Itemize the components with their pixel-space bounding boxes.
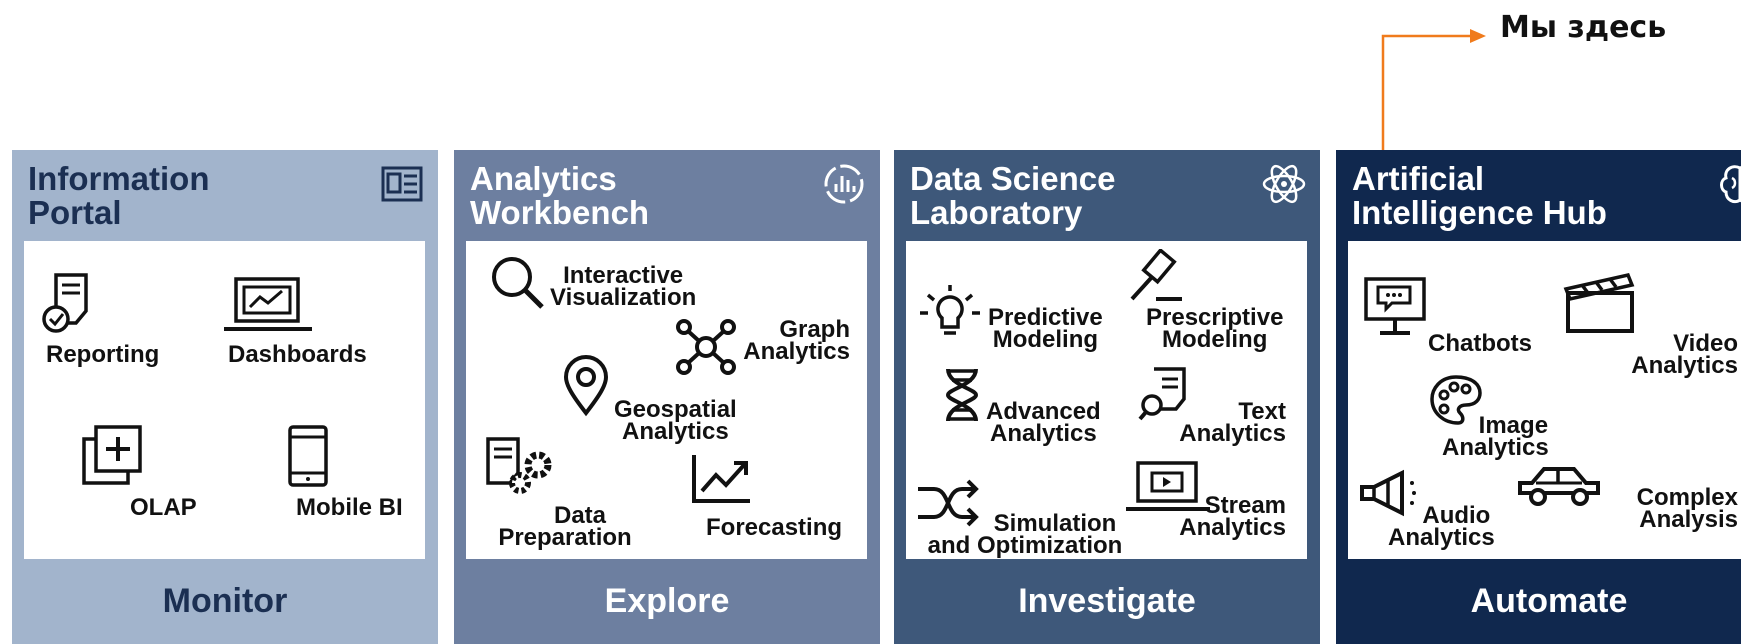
brain-icon <box>1720 165 1741 204</box>
megaphone-icon <box>1360 469 1416 517</box>
lightbulb-icon <box>920 285 980 335</box>
panel-title: Analytics Workbench <box>470 160 650 231</box>
graph-network-icon <box>676 319 736 375</box>
gavel-icon <box>1130 249 1182 301</box>
panel-title: Information Portal <box>28 160 210 231</box>
panel-title: Artificial Intelligence Hub <box>1352 160 1607 231</box>
clapperboard-icon <box>1563 272 1635 333</box>
panel-ai-hub: Artificial Intelligence Hub Chatbots Vid… <box>1336 150 1741 644</box>
id-card-icon <box>381 166 423 202</box>
item-label-mobile-bi: Mobile BI <box>296 494 403 521</box>
panel-verb: Investigate <box>1018 582 1196 620</box>
callout-label: Мы здесь <box>1500 10 1667 45</box>
panel-verb: Explore <box>604 582 730 620</box>
car-icon <box>1518 467 1600 506</box>
olap-cube-icon <box>82 425 142 485</box>
text-search-icon <box>1138 367 1186 421</box>
magnifier-icon <box>492 257 544 309</box>
chart-circle-icon <box>824 164 864 204</box>
map-pin-icon <box>563 355 609 417</box>
report-document-icon <box>42 273 88 333</box>
trend-chart-icon <box>692 455 750 503</box>
chat-monitor-icon <box>1364 277 1426 335</box>
item-label-forecasting: Forecasting <box>706 514 843 541</box>
item-label-olap: OLAP <box>130 494 197 521</box>
panel-verb: Monitor <box>162 582 288 620</box>
document-gear-icon <box>486 437 552 494</box>
callout-arrow <box>1381 29 1486 150</box>
mobile-phone-icon <box>288 425 328 487</box>
panel-content: Reporting Dashboards OLAP Mobile BI <box>24 241 425 559</box>
shuffle-icon <box>918 479 979 527</box>
item-label-reporting: Reporting <box>46 341 160 368</box>
video-laptop-icon <box>1126 461 1210 511</box>
item-label-chatbots: Chatbots <box>1428 330 1532 357</box>
atom-icon <box>1262 164 1306 204</box>
panel-title: Data Science Laboratory <box>910 160 1116 231</box>
item-label-dashboards: Dashboards <box>228 341 367 368</box>
palette-icon <box>1430 375 1482 425</box>
panel-information-portal: Information Portal Reporting Dashboards <box>12 150 438 644</box>
dashboard-laptop-icon <box>224 277 312 331</box>
panel-verb: Automate <box>1470 582 1628 620</box>
dna-icon <box>945 368 979 422</box>
